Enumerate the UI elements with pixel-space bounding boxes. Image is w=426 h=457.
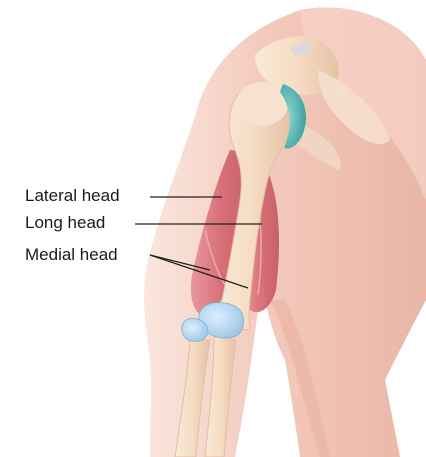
shoulder-cartilage (280, 84, 306, 149)
medial-head-leader-2 (149, 254, 249, 289)
long-head-label: Long head (25, 213, 106, 232)
medial-head-leader-1 (149, 254, 211, 271)
lateral-head-label: Lateral head (25, 186, 120, 205)
forearm-bones (174, 335, 237, 457)
leader-lines (135, 196, 262, 289)
medial-head-label: Medial head (25, 245, 118, 264)
elbow-cartilage (181, 302, 244, 342)
